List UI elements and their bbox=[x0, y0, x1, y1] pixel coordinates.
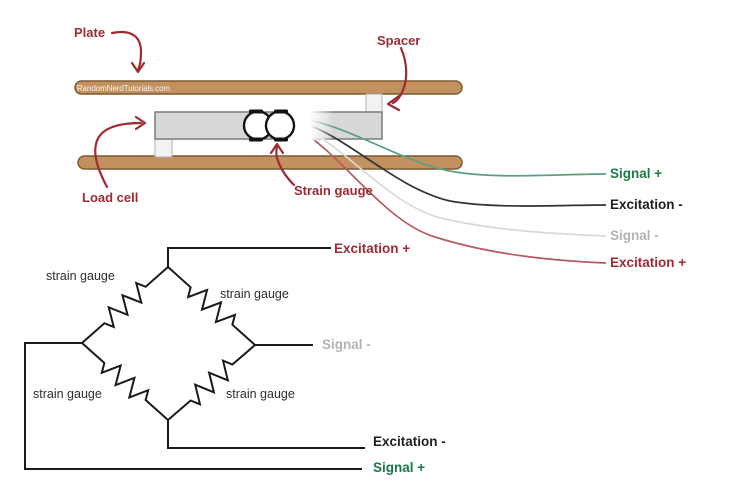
gauge-label-bottom-left: strain gauge bbox=[33, 387, 102, 401]
gauge-label-bottom-right: strain gauge bbox=[226, 387, 295, 401]
spacer-arrow bbox=[391, 46, 408, 105]
load-cell-arrow bbox=[94, 121, 143, 189]
bridge-label-signal-plus: Signal + bbox=[373, 460, 426, 475]
plate-arrow bbox=[110, 30, 143, 72]
bridge-resistor-bottom-left bbox=[81, 342, 169, 421]
bridge-resistor-bottom-right bbox=[167, 344, 256, 421]
strain-gauge-marks bbox=[249, 109, 288, 142]
load-cell-arrowhead bbox=[134, 115, 147, 131]
top-plate bbox=[74, 80, 463, 95]
gauge-label-top-left: strain gauge bbox=[46, 269, 115, 283]
load-cell-label: Load cell bbox=[82, 190, 139, 205]
wire-excitation-plus bbox=[299, 129, 607, 264]
bottom-plate bbox=[77, 155, 463, 170]
bridge-wire-excitation-minus bbox=[167, 420, 365, 449]
wire-label-signal-plus: Signal + bbox=[610, 166, 663, 181]
strain-gauge-arrowhead bbox=[269, 142, 285, 155]
watermark-text: RandomNerdTutorials.com bbox=[77, 84, 170, 93]
bridge-resistor-top-left bbox=[81, 266, 169, 344]
plate-arrowhead bbox=[130, 61, 146, 74]
bridge-wire-signal-plus bbox=[24, 342, 362, 470]
spacer-label: Spacer bbox=[377, 33, 421, 48]
strain-gauge-arrow bbox=[275, 145, 296, 187]
wire-signal-minus bbox=[300, 125, 607, 237]
spacer-arrowhead bbox=[386, 94, 401, 112]
gauge-label-top-right: strain gauge bbox=[220, 287, 289, 301]
bridge-resistor-top-right bbox=[167, 266, 256, 346]
bridge-label-signal-minus: Signal - bbox=[322, 337, 371, 352]
strain-gauge-label: Strain gauge bbox=[294, 183, 373, 198]
wire-label-excitation-minus: Excitation - bbox=[610, 197, 683, 212]
plate-label: Plate bbox=[74, 25, 106, 40]
bridge-label-excitation-minus: Excitation - bbox=[373, 434, 446, 449]
spacer-left bbox=[154, 138, 173, 158]
bridge-wire-excitation-plus bbox=[167, 247, 331, 267]
wire-label-signal-minus: Signal - bbox=[610, 228, 659, 243]
load-cell-hole-right bbox=[264, 110, 296, 141]
bridge-label-excitation-plus: Excitation + bbox=[334, 241, 411, 256]
wire-signal-plus bbox=[301, 117, 607, 177]
spacer-right bbox=[365, 93, 383, 114]
wire-label-excitation-plus: Excitation + bbox=[610, 255, 687, 270]
wire-excitation-minus bbox=[301, 121, 607, 207]
